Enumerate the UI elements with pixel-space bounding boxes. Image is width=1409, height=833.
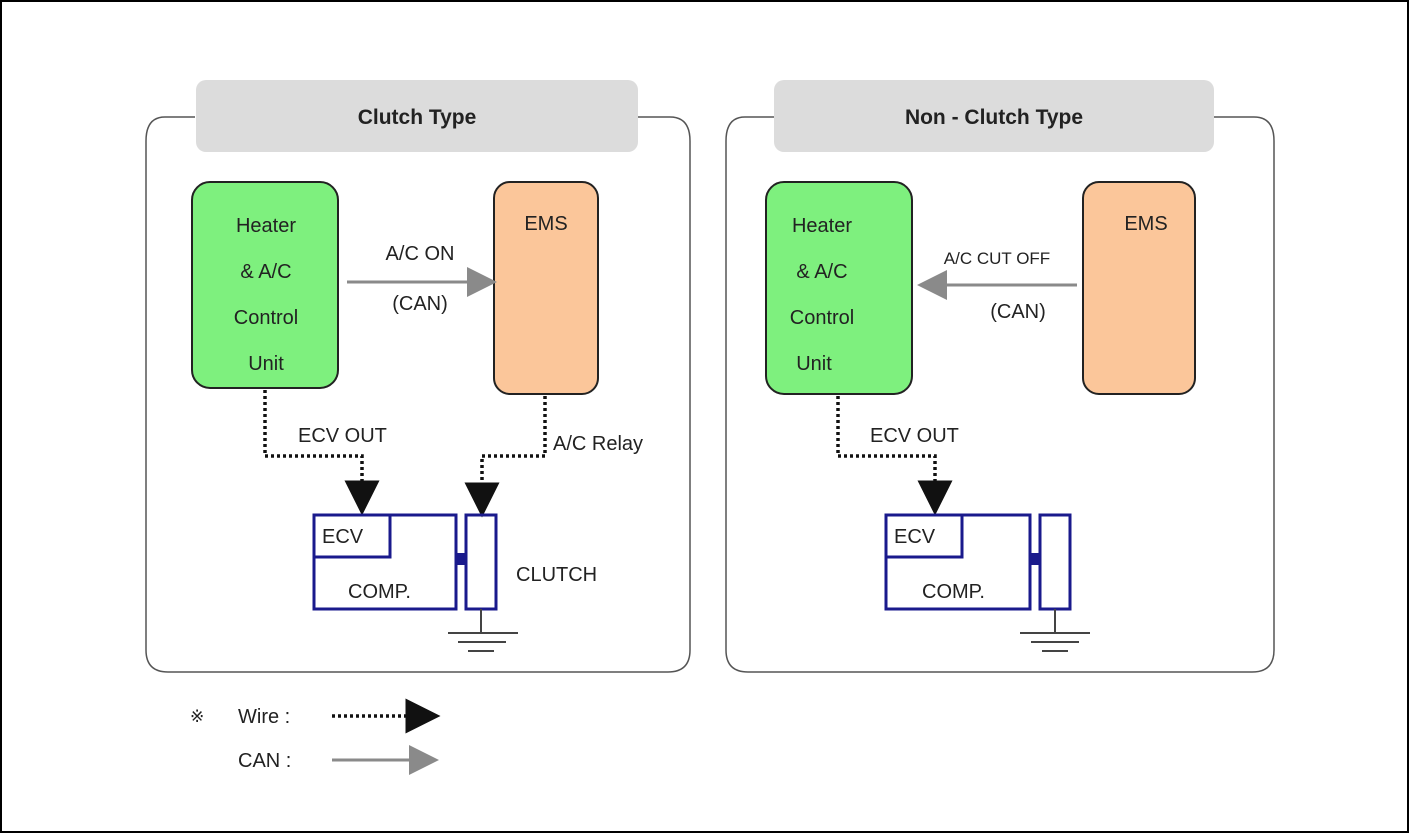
legend-can-label: CAN : — [238, 750, 291, 772]
non-clutch-controller-box — [765, 181, 913, 395]
non-clutch-title: Non - Clutch Type — [905, 106, 1083, 129]
non-clutch-plate — [1038, 513, 1072, 611]
clutch-ecv-out-label: ECV OUT — [298, 425, 387, 447]
clutch-label: CLUTCH — [516, 564, 597, 586]
legend-wire-label: Wire : — [238, 706, 290, 728]
clutch-can-tag: (CAN) — [392, 293, 448, 315]
clutch-controller-line-2: & A/C — [240, 261, 291, 283]
clutch-comp-label: COMP. — [348, 581, 411, 603]
non-clutch-can-tag: (CAN) — [990, 301, 1046, 323]
clutch-panel-outline — [145, 116, 691, 673]
clutch-ground-icon — [448, 609, 518, 652]
clutch-ems-label: EMS — [524, 213, 567, 235]
non-clutch-ground-icon — [1020, 609, 1090, 652]
clutch-plate — [464, 513, 498, 611]
clutch-title: Clutch Type — [358, 106, 477, 129]
non-clutch-controller-line-1: Heater — [792, 215, 852, 237]
non-clutch-controller-line-3: Control — [790, 307, 854, 329]
non-clutch-ecv-box — [884, 513, 964, 559]
legend-note-mark: ※ — [190, 707, 204, 726]
non-clutch-ecv-label: ECV — [894, 526, 936, 548]
non-clutch-can-signal: A/C CUT OFF — [944, 249, 1050, 268]
legend: ※ Wire : CAN : — [190, 698, 441, 775]
clutch-controller-line-4: Unit — [248, 353, 284, 375]
clutch-can-signal: A/C ON — [386, 243, 455, 265]
non-clutch-controller-line-4: Unit — [796, 353, 832, 375]
non-clutch-ems-box — [1082, 181, 1196, 395]
clutch-relay-wire — [464, 396, 547, 518]
clutch-ecv-box — [312, 513, 392, 559]
non-clutch-type-panel: Non - Clutch Type Heater & A/C Control U… — [725, 80, 1275, 673]
non-clutch-comp-label: COMP. — [922, 581, 985, 603]
clutch-relay-label: A/C Relay — [553, 433, 643, 455]
clutch-controller-line-3: Control — [234, 307, 298, 329]
clutch-shaft — [455, 553, 467, 565]
clutch-ecv-wire — [263, 390, 380, 516]
non-clutch-ecv-out-label: ECV OUT — [870, 425, 959, 447]
non-clutch-header — [774, 80, 1214, 152]
non-clutch-controller-line-2: & A/C — [796, 261, 847, 283]
non-clutch-shaft — [1029, 553, 1041, 565]
clutch-type-panel: Clutch Type Heater & A/C Control Unit EM… — [145, 80, 691, 673]
non-clutch-ems-label: EMS — [1124, 213, 1167, 235]
non-clutch-panel-outline — [725, 116, 1275, 673]
non-clutch-ecv-wire — [836, 396, 953, 516]
clutch-header — [196, 80, 638, 152]
clutch-controller-box — [191, 181, 339, 389]
clutch-controller-line-1: Heater — [236, 215, 296, 237]
clutch-ecv-label: ECV — [322, 526, 364, 548]
